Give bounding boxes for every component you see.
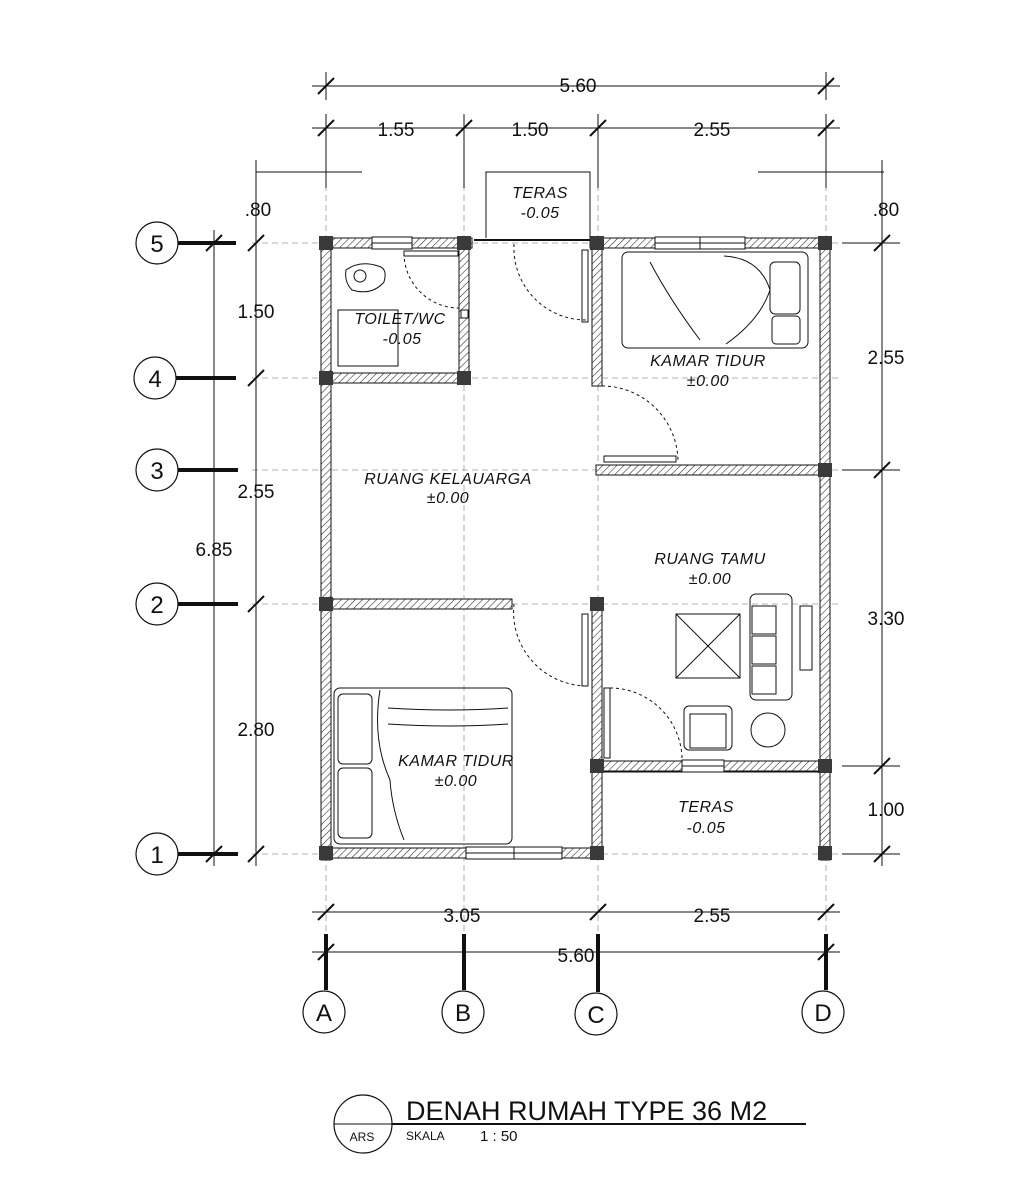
column-markers: A B C D bbox=[302, 934, 845, 1036]
room-kamar-top-level: ±0.00 bbox=[687, 373, 729, 390]
dim-top-seg-1: 1.55 bbox=[378, 120, 415, 141]
scale-value: 1 : 50 bbox=[480, 1128, 518, 1145]
dim-right-overhang: .80 bbox=[873, 200, 899, 221]
sofa-set-icon bbox=[675, 593, 793, 751]
dim-left-seg-1: 1.50 bbox=[238, 302, 275, 323]
scale-label: SKALA bbox=[406, 1129, 445, 1143]
structural-columns bbox=[319, 236, 832, 860]
row-marker-1: 1 bbox=[135, 832, 238, 876]
room-tamu-name: RUANG TAMU bbox=[654, 551, 765, 568]
room-toilet-name: TOILET/WC bbox=[354, 311, 445, 328]
dim-right-seg-2: 3.30 bbox=[868, 609, 905, 630]
bed-top-icon bbox=[621, 251, 809, 349]
dim-left-seg-2: 2.55 bbox=[238, 482, 275, 503]
room-toilet-level: -0.05 bbox=[383, 331, 422, 348]
dim-left-seg-3: 2.80 bbox=[238, 720, 275, 741]
row-markers: 5 4 3 2 1 bbox=[133, 221, 238, 876]
doors bbox=[403, 239, 683, 761]
row-marker-2: 2 bbox=[135, 582, 238, 626]
title-block: ARS DENAH RUMAH TYPE 36 M2 SKALA 1 : 50 bbox=[333, 1094, 806, 1154]
teras-top-outline bbox=[485, 171, 591, 238]
col-marker-d: D bbox=[801, 934, 845, 1034]
dim-right-seg-1: 2.55 bbox=[868, 348, 905, 369]
dim-bottom-seg-2: 2.55 bbox=[694, 906, 731, 927]
col-marker-c: C bbox=[574, 934, 618, 1036]
room-teras-bottom-level: -0.05 bbox=[687, 820, 726, 837]
dim-left-overhang: .80 bbox=[245, 200, 271, 221]
row-label-5: 5 bbox=[150, 231, 163, 258]
dim-top-seg-3: 2.55 bbox=[694, 120, 731, 141]
dim-top-seg-2: 1.50 bbox=[512, 120, 549, 141]
row-label-3: 3 bbox=[150, 458, 163, 485]
col-label-b: B bbox=[455, 1000, 471, 1027]
drawing-title: DENAH RUMAH TYPE 36 M2 bbox=[406, 1096, 767, 1126]
dimension-labels: 5.60 1.55 1.50 2.55 .80 .80 1.50 2.55 2.… bbox=[196, 76, 905, 967]
col-marker-a: A bbox=[302, 934, 346, 1034]
room-labels: TERAS -0.05 TOILET/WC -0.05 KAMAR TIDUR … bbox=[354, 185, 766, 837]
room-keluarga-level: ±0.00 bbox=[427, 490, 469, 507]
dimension-lines bbox=[205, 72, 900, 961]
room-teras-top-name: TERAS bbox=[512, 185, 568, 202]
grid-lines bbox=[252, 165, 840, 935]
room-kamar-top-name: KAMAR TIDUR bbox=[650, 353, 766, 370]
row-label-2: 2 bbox=[150, 592, 163, 619]
room-kamar-bottom-name: KAMAR TIDUR bbox=[398, 753, 514, 770]
row-label-1: 1 bbox=[150, 842, 163, 869]
room-keluarga-name: RUANG KELAUARGA bbox=[364, 471, 532, 488]
title-tag: ARS bbox=[350, 1130, 375, 1144]
row-label-4: 4 bbox=[148, 366, 161, 393]
dim-bottom-seg-1: 3.05 bbox=[444, 906, 481, 927]
toilet-fixture-icon bbox=[337, 263, 399, 367]
row-marker-3: 3 bbox=[135, 448, 238, 492]
room-teras-top-level: -0.05 bbox=[521, 205, 560, 222]
dim-right-seg-3: 1.00 bbox=[868, 800, 905, 821]
col-marker-b: B bbox=[441, 934, 485, 1034]
bed-bottom-icon bbox=[333, 687, 513, 845]
col-label-a: A bbox=[316, 1000, 332, 1027]
room-tamu-level: ±0.00 bbox=[689, 571, 731, 588]
col-label-c: C bbox=[587, 1002, 604, 1029]
room-kamar-bottom-level: ±0.00 bbox=[435, 773, 477, 790]
room-teras-bottom-name: TERAS bbox=[678, 799, 734, 816]
dim-bottom-total: 5.60 bbox=[558, 946, 595, 967]
row-marker-5: 5 bbox=[135, 221, 236, 265]
windows bbox=[371, 236, 813, 860]
col-label-d: D bbox=[814, 1000, 831, 1027]
row-marker-4: 4 bbox=[133, 356, 236, 400]
dim-top-total: 5.60 bbox=[560, 76, 597, 97]
dim-left-total: 6.85 bbox=[196, 540, 233, 561]
